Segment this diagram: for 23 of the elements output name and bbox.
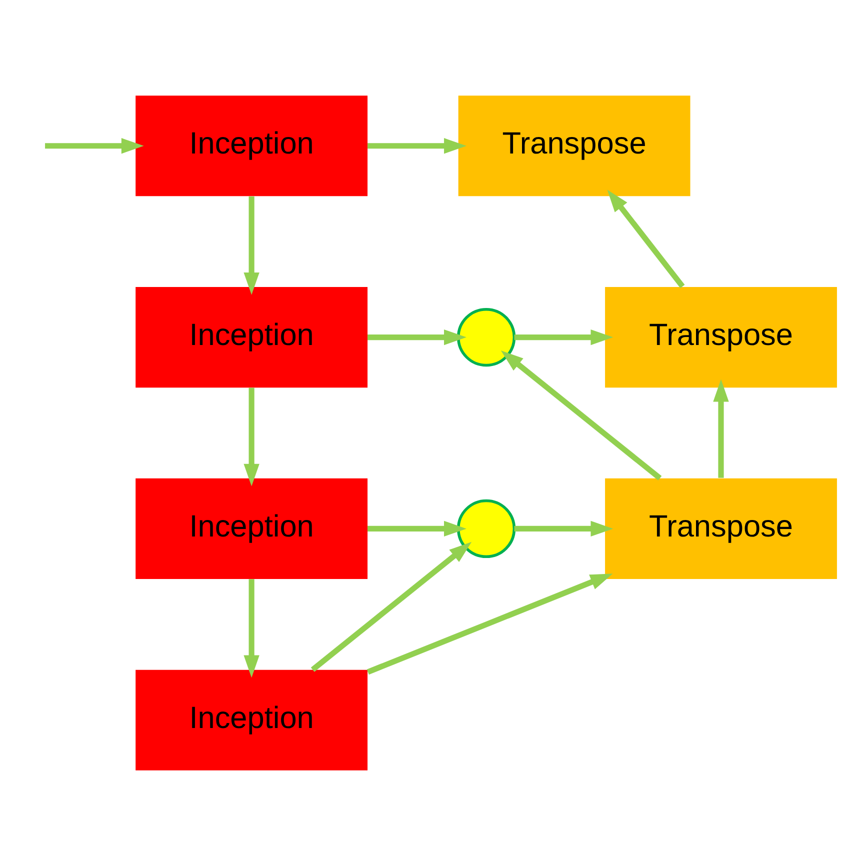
arrow [366,573,613,674]
node-box: Inception [136,669,368,770]
arrow [368,138,466,154]
node-box: Inception [136,286,368,388]
arrow [500,350,662,480]
node-box: Transpose [605,478,837,578]
node-box: Transpose [605,286,837,388]
arrow [514,328,614,345]
node-box: Inception [136,95,368,196]
arrow [45,138,144,154]
node-circle [456,498,516,558]
node-box: Inception [136,478,368,578]
arrow [368,520,466,536]
arrow [368,328,466,345]
arrow [244,387,260,486]
arrow [244,578,260,678]
arrow [713,378,729,478]
arrow [607,189,685,288]
arrow [514,520,614,536]
arrow [244,196,260,294]
arrow [310,541,472,672]
node-box: Transpose [458,95,690,196]
node-circle [456,307,516,366]
